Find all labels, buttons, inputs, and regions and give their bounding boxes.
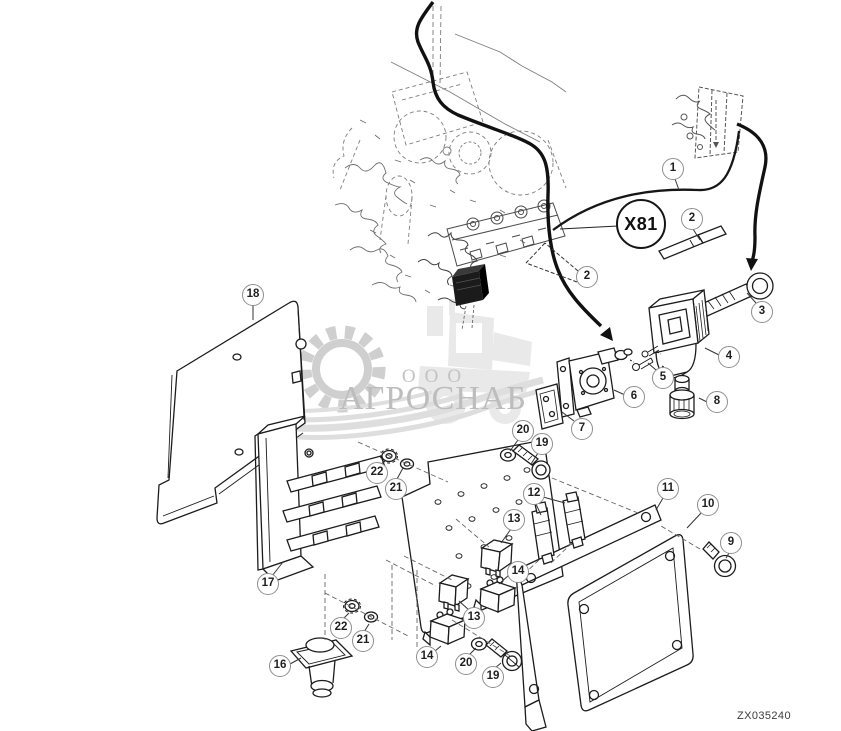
part-callout-8: 8	[706, 391, 728, 413]
part-callout-13: 13	[503, 509, 525, 531]
part-callout-11: 11	[657, 478, 679, 500]
part-callout-7: 7	[571, 418, 593, 440]
part-callout-20: 20	[455, 653, 477, 675]
part-callout-1: 1	[662, 158, 684, 180]
part-callout-6: 6	[623, 386, 645, 408]
part-callout-18: 18	[242, 284, 264, 306]
part-callout-22: 22	[366, 462, 388, 484]
engine-texture	[334, 119, 526, 303]
ecu-box	[452, 264, 489, 306]
part-callout-2: 2	[576, 266, 598, 288]
part-washer-20a	[499, 448, 517, 462]
injection-pump-sketch	[446, 199, 566, 267]
part-callout-5: 5	[652, 367, 674, 389]
connector-badge: X81	[616, 199, 666, 249]
assembly-axes	[324, 441, 701, 658]
part-cover-10	[567, 534, 694, 712]
part-switch-b	[422, 608, 467, 647]
watermark-org-type: ООО	[402, 366, 470, 387]
part-callout-4: 4	[718, 346, 740, 368]
part-callout-16: 16	[269, 655, 291, 677]
part-washer-21a	[399, 458, 415, 470]
part-pin	[658, 225, 727, 260]
part-mounting-rails	[282, 455, 386, 552]
engine-sketch	[332, 5, 567, 245]
drawing-code: ZX035240	[737, 710, 791, 722]
part-callout-20: 20	[512, 420, 534, 442]
engine-texture-dark	[417, 231, 478, 310]
part-callout-9: 9	[720, 532, 742, 554]
part-callout-13: 13	[463, 607, 485, 629]
part-frame-gasket	[515, 504, 662, 731]
part-fuses	[531, 491, 586, 565]
part-round-plug	[669, 374, 695, 420]
routing-arrow-main	[414, 0, 613, 341]
part-relay-b	[438, 574, 470, 612]
watermark-leaves	[295, 376, 547, 440]
part-callout-3: 3	[751, 301, 773, 323]
part-callout-12: 12	[523, 483, 545, 505]
part-bolt-19a	[512, 444, 551, 480]
part-callout-14: 14	[416, 646, 438, 668]
watermark-graphic: ООО АГРОСНАБ	[295, 299, 547, 440]
part-callout-10: 10	[697, 494, 719, 516]
x81-leader-line	[559, 225, 619, 230]
valve-block-sketch	[671, 86, 744, 159]
part-gasket-plate	[535, 383, 564, 430]
part-bolt-19b	[485, 638, 523, 672]
part-relay-a	[480, 539, 514, 578]
watermark-cab-window	[456, 323, 482, 353]
part-nut-22a	[380, 448, 398, 464]
part-callout-22: 22	[330, 617, 352, 639]
part-callout-19: 19	[482, 666, 504, 688]
routing-arrow-right	[736, 122, 768, 271]
part-callout-2: 2	[681, 208, 703, 230]
part-grommet	[289, 637, 354, 698]
watermark-org-name: АГРОСНАБ	[339, 380, 527, 417]
part-callout-19: 19	[531, 433, 553, 455]
part-callout-21: 21	[352, 630, 374, 652]
part-callout-21: 21	[385, 478, 407, 500]
part-callout-17: 17	[257, 573, 279, 595]
part-callout-14: 14	[507, 561, 529, 583]
part-solenoid-valve	[556, 347, 633, 418]
part-screws	[629, 345, 667, 371]
harness-wire	[552, 130, 741, 231]
part-bolt-9	[702, 541, 737, 578]
